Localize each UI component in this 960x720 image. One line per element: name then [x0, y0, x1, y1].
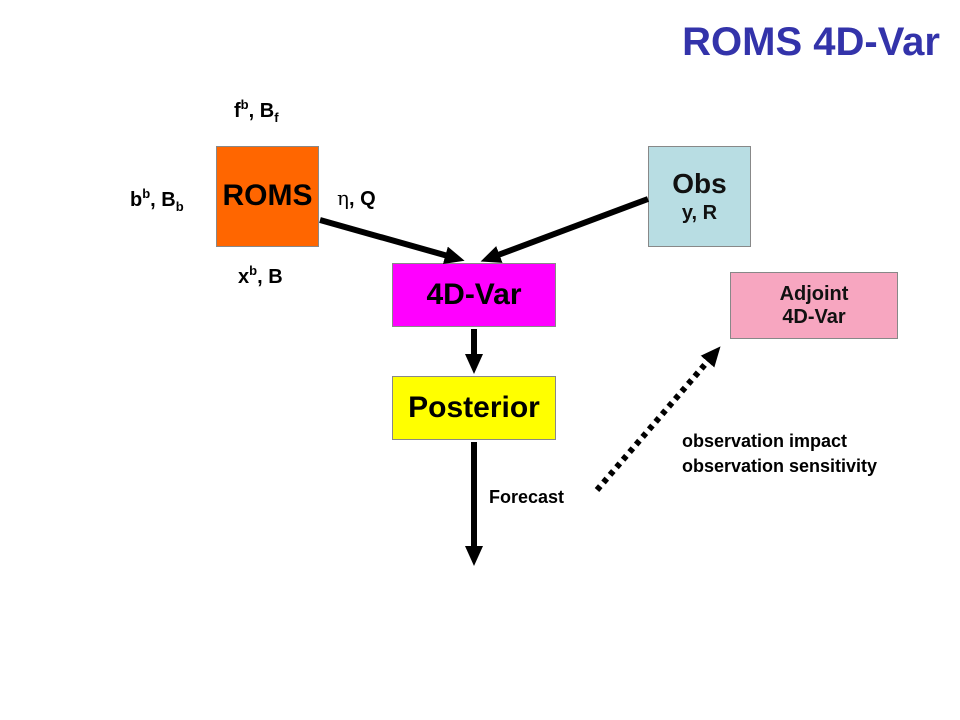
forecast-label: Forecast [489, 487, 565, 507]
obs-box: Obs y, R [648, 146, 751, 247]
initial-prior-label: xb, B [238, 263, 283, 288]
roms-label: ROMS [222, 179, 313, 213]
posterior-box: Posterior [392, 376, 556, 440]
observation-impact-text: observation impact [682, 431, 848, 451]
model-error-label: η, Q [337, 186, 376, 210]
fourdvar-box: 4D-Var [392, 263, 556, 327]
adjoint-label-line1: Adjoint [779, 282, 849, 305]
fourdvar-label: 4D-Var [426, 277, 522, 311]
observation-sensitivity-text: observation sensitivity [682, 456, 878, 477]
roms-box: ROMS [216, 146, 319, 247]
obs-to-4dvar-arrow [480, 196, 650, 263]
adjoint-label-line2: 4D-Var [782, 305, 846, 328]
page-title: ROMS 4D-Var [682, 20, 940, 64]
obs-sublabel: y, R [681, 202, 718, 225]
adjoint-box: Adjoint 4D-Var [730, 272, 898, 339]
forcing-prior-label: fb, Bf [234, 97, 279, 125]
roms-to-4dvar-arrow [319, 217, 465, 264]
boundary-prior-label: bb, Bb [130, 186, 184, 214]
obs-label: Obs [672, 167, 727, 199]
observation-notes: observation impact observation sensitivi… [682, 429, 877, 479]
posterior-label: Posterior [408, 390, 540, 424]
